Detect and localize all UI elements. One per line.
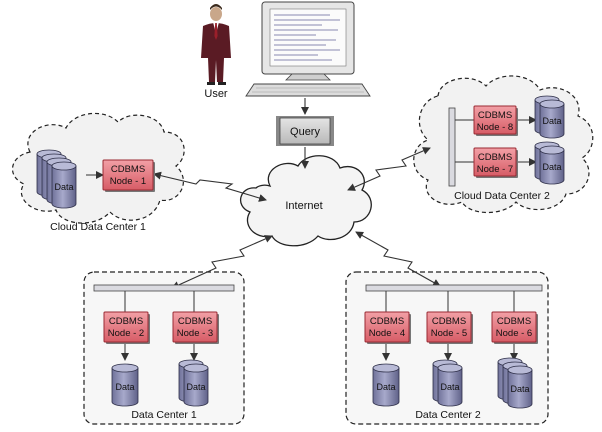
link-internet-to-node-1 (153, 171, 267, 202)
node-label: Node - 3 (177, 328, 213, 339)
database-icon-cloud2-b: Data (534, 141, 565, 185)
data-label: Data (115, 382, 134, 392)
internet-label: Internet (285, 200, 322, 212)
node-title: CDBMS (178, 316, 212, 327)
node-label: Node - 6 (496, 328, 532, 339)
database-icon-dc2-a: Data (372, 363, 400, 407)
link-internet-to-cloud-2 (347, 147, 431, 191)
query-box-icon (276, 116, 334, 146)
data-center-1-box (83, 271, 245, 425)
site-label-dc2: Data Center 2 (415, 409, 481, 421)
data-label: Data (186, 382, 205, 392)
link-internet-to-dc1 (171, 235, 273, 289)
node-title: CDBMS (109, 316, 143, 327)
node-label: Node - 7 (477, 164, 513, 175)
node-label: Node - 5 (431, 328, 467, 339)
node-title: CDBMS (432, 316, 466, 327)
data-label: Data (510, 384, 529, 394)
node-label: Node - 2 (108, 328, 144, 339)
node-title: CDBMS (478, 152, 512, 163)
database-icon-dc2-b: Data (432, 359, 463, 407)
data-label: Data (542, 162, 561, 172)
user-icon (201, 4, 231, 85)
cloud2-bus-bar (448, 107, 456, 187)
data-label: Data (54, 182, 73, 192)
node-title: CDBMS (370, 316, 404, 327)
node-label: Node - 1 (110, 176, 146, 187)
dc2-bus-bar (365, 284, 543, 292)
database-icon-cloud1: Data (36, 149, 77, 209)
node-title: CDBMS (478, 110, 512, 121)
database-icon-dc2-c: Data (497, 357, 533, 409)
user-label: User (204, 88, 228, 100)
query-label: Query (290, 126, 320, 138)
site-label-cloud1: Cloud Data Center 1 (50, 221, 146, 233)
node-label: Node - 4 (369, 328, 405, 339)
link-internet-to-dc2 (355, 231, 441, 287)
database-icon-cloud2-a: Data (534, 95, 565, 139)
database-icon-dc1-a: Data (111, 363, 139, 407)
data-label: Data (376, 382, 395, 392)
database-icon-dc1-b: Data (178, 359, 209, 407)
data-label: Data (440, 382, 459, 392)
computer-icon (245, 1, 371, 97)
data-label: Data (542, 116, 561, 126)
node-title: CDBMS (497, 316, 531, 327)
site-label-dc1: Data Center 1 (131, 409, 197, 421)
dc1-bus-bar (93, 284, 235, 292)
node-title: CDBMS (111, 164, 145, 175)
site-label-cloud2: Cloud Data Center 2 (454, 190, 550, 202)
node-label: Node - 8 (477, 122, 513, 133)
